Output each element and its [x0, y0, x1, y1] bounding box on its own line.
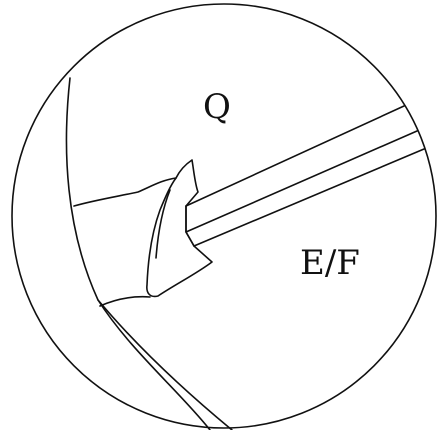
contact-blob-inner-edge — [156, 190, 170, 258]
probe-bottom-edge — [194, 149, 424, 246]
contact-blob-outline — [147, 160, 212, 296]
left-boundary-inner-curve — [98, 300, 232, 430]
left-boundary-outer-curve — [66, 78, 210, 430]
probe-middle-edge — [186, 131, 417, 232]
region-label-ef: E/F — [300, 243, 360, 283]
region-label-q: Q — [203, 87, 231, 127]
upper-wedge-edge — [74, 178, 176, 206]
lower-wedge-edge — [100, 297, 150, 306]
probe-end-cap — [186, 206, 194, 246]
